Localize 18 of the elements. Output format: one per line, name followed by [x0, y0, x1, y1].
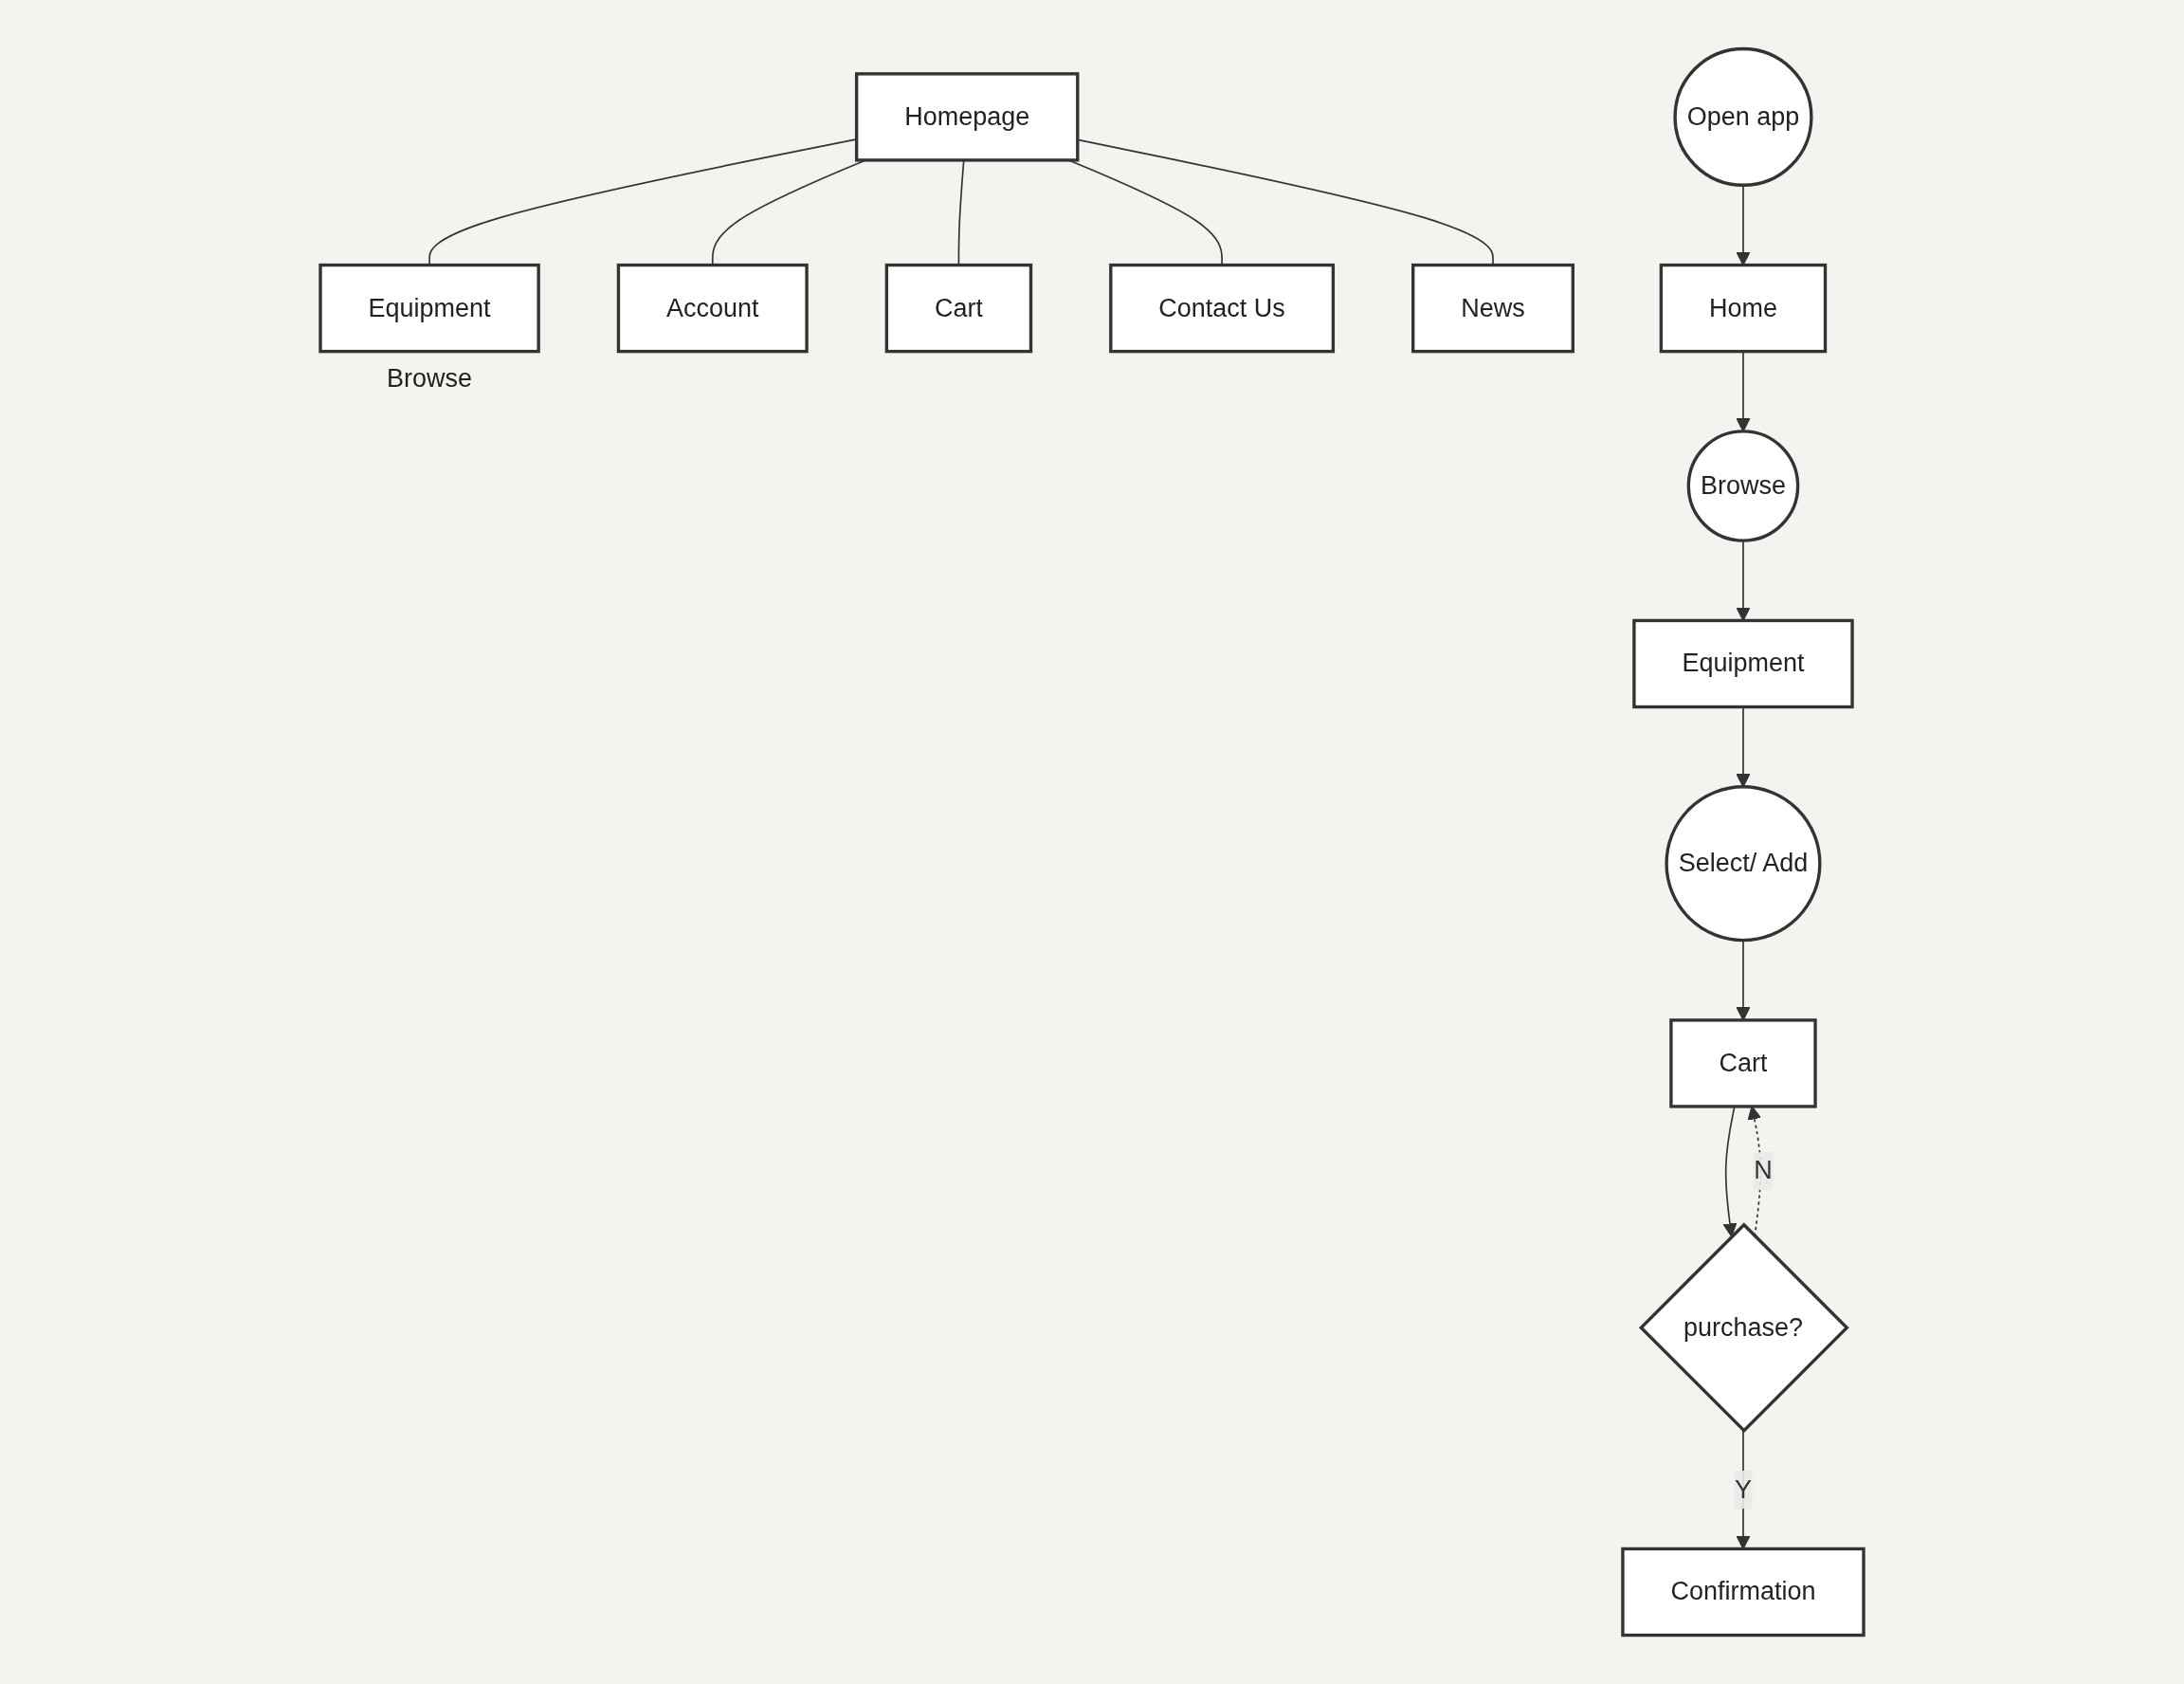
- node-box: Cart: [1669, 1018, 1817, 1108]
- node-box: Contact Us: [1109, 263, 1336, 354]
- node-diamond: purchase?: [1638, 1222, 1849, 1434]
- node-label: Browse: [387, 363, 473, 393]
- node-circle: Select/ Add: [1665, 785, 1822, 943]
- node-box: News: [1411, 263, 1574, 354]
- node-box: Home: [1659, 263, 1828, 354]
- node-box: Equipment: [1632, 618, 1854, 709]
- node-circle: Browse: [1686, 430, 1800, 542]
- arrow: [1722, 1106, 1738, 1237]
- edge-label: Y: [1734, 1474, 1752, 1503]
- edge-label: N: [1754, 1156, 1773, 1184]
- node-box: Cart: [884, 263, 1033, 354]
- node-box: Homepage: [854, 72, 1080, 162]
- node-box: Confirmation: [1621, 1547, 1866, 1638]
- node-circle: Open app: [1673, 46, 1813, 187]
- node-box: Equipment: [318, 263, 540, 354]
- node-box: Account: [616, 263, 809, 354]
